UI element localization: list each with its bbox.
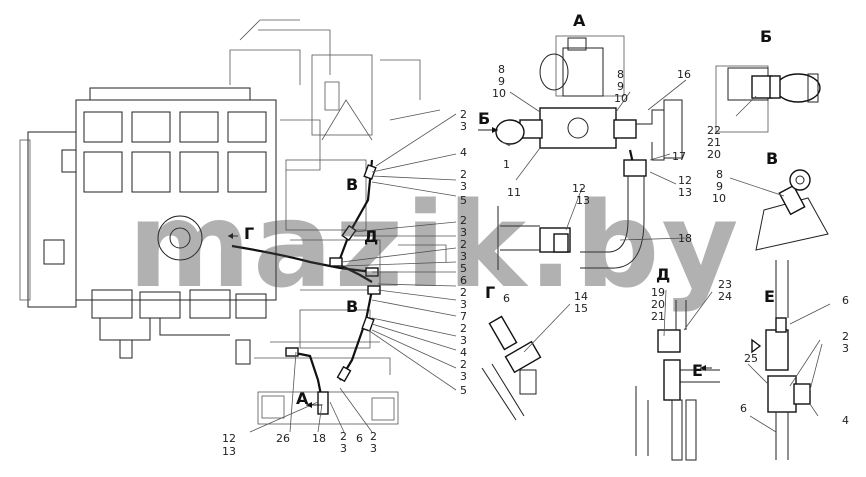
label-4-center-a: 4 xyxy=(460,146,467,159)
label-22: 22 xyxy=(707,124,721,137)
label-3-center-c: 3 xyxy=(460,226,467,239)
engine-drawing xyxy=(19,19,447,425)
label-19: 19 xyxy=(651,286,665,299)
label-2-center-c: 2 xyxy=(460,214,467,227)
label-2-center-g: 2 xyxy=(460,358,467,371)
label-6-center: 6 xyxy=(460,274,467,287)
label-12-b: 12 xyxy=(678,174,692,187)
label-23: 23 xyxy=(718,278,732,291)
label-9-a: 9 xyxy=(498,75,505,88)
section-v-title: В xyxy=(766,149,778,168)
label-6-g: 6 xyxy=(503,292,510,305)
section-g-label-left: Г xyxy=(244,224,254,243)
part-number-labels: 8 9 10 8 9 10 16 17 1 11 12 13 12 13 18 … xyxy=(222,63,849,458)
label-6-e1: 6 xyxy=(842,294,849,307)
label-3-center-d: 3 xyxy=(460,250,467,263)
detail-b-fitting xyxy=(715,65,821,133)
section-v-label-2: В xyxy=(346,297,358,316)
detail-d-pipe xyxy=(635,289,720,461)
label-3-center-g: 3 xyxy=(460,370,467,383)
label-11: 11 xyxy=(507,186,521,199)
label-5-center-b: 5 xyxy=(460,262,467,275)
label-5-center-a: 5 xyxy=(460,194,467,207)
section-v-label-1: В xyxy=(346,175,358,194)
label-2-e: 2 xyxy=(842,330,849,343)
label-5-center-c: 5 xyxy=(460,384,467,397)
label-18-bottom: 18 xyxy=(312,432,326,445)
label-3-bottom-a: 3 xyxy=(340,442,347,455)
label-13-bottom: 13 xyxy=(222,445,236,458)
label-15: 15 xyxy=(574,302,588,315)
label-3-bottom-b: 3 xyxy=(370,442,377,455)
label-6-e2: 6 xyxy=(740,402,747,415)
label-8-a: 8 xyxy=(498,63,505,76)
label-26: 26 xyxy=(276,432,290,445)
section-g-title: Г xyxy=(485,283,495,302)
label-3-center-a: 3 xyxy=(460,120,467,133)
watermark-text: mazik.by xyxy=(128,176,740,314)
label-21: 21 xyxy=(651,310,665,323)
label-9-c: 9 xyxy=(716,180,723,193)
label-2-center-a: 2 xyxy=(460,108,467,121)
label-3-e: 3 xyxy=(842,342,849,355)
label-2-bottom-a: 2 xyxy=(340,430,347,443)
label-8-b: 8 xyxy=(617,68,624,81)
label-24: 24 xyxy=(718,290,732,303)
label-1: 1 xyxy=(503,158,510,171)
label-3-center-e: 3 xyxy=(460,298,467,311)
label-13-b: 13 xyxy=(678,186,692,199)
detail-g-sensor xyxy=(481,303,571,421)
section-a-title: А xyxy=(573,11,586,30)
label-3-center-f: 3 xyxy=(460,334,467,347)
section-e-label: Е xyxy=(692,361,703,380)
section-b-arrow-label: Б xyxy=(478,109,490,128)
label-10-c: 10 xyxy=(712,192,726,205)
label-6-bottom: 6 xyxy=(356,432,363,445)
label-2-center-f: 2 xyxy=(460,322,467,335)
section-d-label-left: Д xyxy=(364,227,378,246)
label-8-c: 8 xyxy=(716,168,723,181)
label-14: 14 xyxy=(574,290,588,303)
section-arrows xyxy=(228,233,322,408)
label-18: 18 xyxy=(678,232,692,245)
section-a-label-bottom: А xyxy=(296,389,309,408)
label-4-center-b: 4 xyxy=(460,346,467,359)
detail-v-sensor xyxy=(729,169,829,251)
label-2-bottom-b: 2 xyxy=(370,430,377,443)
leader-lines-center xyxy=(249,113,457,433)
label-7: 7 xyxy=(460,310,467,323)
label-2-center-b: 2 xyxy=(460,168,467,181)
label-17: 17 xyxy=(672,150,686,163)
detail-a-valve xyxy=(495,35,683,270)
label-2-center-e: 2 xyxy=(460,286,467,299)
section-d-title: Д xyxy=(656,265,670,284)
label-25: 25 xyxy=(744,352,758,365)
label-4-e: 4 xyxy=(842,414,849,427)
label-16: 16 xyxy=(677,68,691,81)
section-e-title: Е xyxy=(764,287,775,306)
label-21-b: 21 xyxy=(707,136,721,149)
label-3-center-b: 3 xyxy=(460,180,467,193)
label-20-b: 20 xyxy=(707,148,721,161)
label-13-a: 13 xyxy=(576,194,590,207)
label-12-a: 12 xyxy=(572,182,586,195)
section-b-title: Б xyxy=(760,27,772,46)
label-9-b: 9 xyxy=(617,80,624,93)
label-20: 20 xyxy=(651,298,665,311)
section-letters: А Б Б В В В Г Г Д Д Е Е А xyxy=(244,11,778,408)
label-12-bottom: 12 xyxy=(222,432,236,445)
detail-e-tee xyxy=(747,260,831,460)
label-10-a: 10 xyxy=(492,87,506,100)
leader-lines-a xyxy=(501,79,687,241)
label-10-b: 10 xyxy=(614,92,628,105)
label-2-center-d: 2 xyxy=(460,238,467,251)
pipelines xyxy=(231,159,381,415)
